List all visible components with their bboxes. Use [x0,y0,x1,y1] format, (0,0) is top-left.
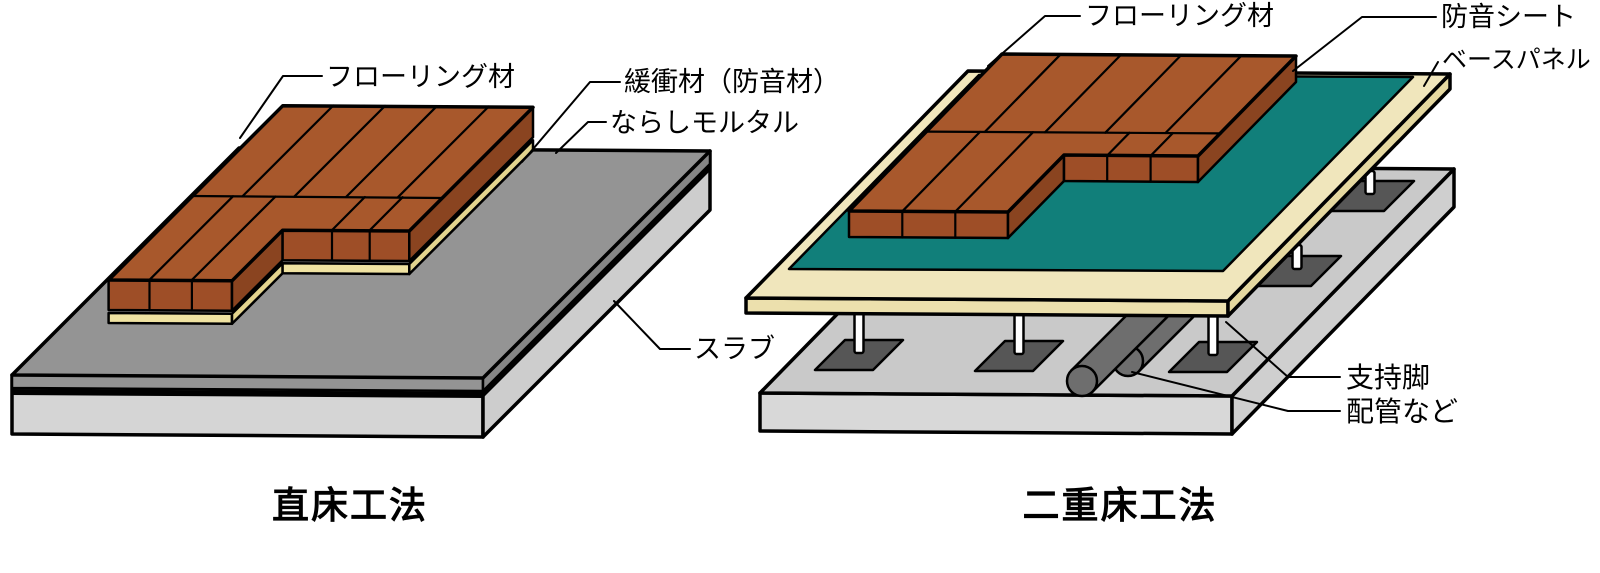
support-post [1207,312,1219,357]
support-posts [853,169,1376,357]
right-caption: 二重床工法 [1023,484,1218,527]
left-flooring-label: フローリング材 [326,62,515,93]
support-pad [1167,340,1259,374]
right-plank-front-right-face [1062,153,1200,184]
piping-label: 配管など [1346,395,1458,428]
right-slab-front-face [758,391,1234,436]
left-slab-pointer [613,300,691,350]
support-pad [973,339,1065,373]
support-pads [813,179,1416,374]
support-pad [813,338,905,372]
left-layer-divider-front [12,389,483,398]
left-slab-label: スラブ [694,334,775,365]
base-panel-pointer [1423,61,1439,87]
support-leg-label: 支持脚 [1346,361,1430,394]
left-flooring-top-face [106,103,535,283]
left-flooring-pointer [239,75,323,139]
right-plank-front-left-face [847,209,1010,240]
left-plank-front-right-face [281,228,411,263]
left-mortar-pointer [555,121,607,154]
pipe-front-end [1065,364,1099,398]
left-caption: 直床工法 [272,484,428,527]
left-mortar-label: ならしモルタル [610,108,799,139]
left-plank-joints [148,104,490,312]
left-cushion-front-right [281,261,411,276]
left-layer-divider-right [483,165,710,398]
base-panel-label: ベースパネル [1442,45,1591,74]
support-post [853,310,865,355]
right-diagram: フローリング材 防音シート ベースパネル 支持脚 配管など 二重床工法 [744,1,1591,527]
right-flooring-label: フローリング材 [1085,1,1274,32]
piping-pointer [1131,371,1341,412]
left-cushion-pointer [521,81,621,163]
left-plank-front-left-face [107,278,234,313]
sound-sheet-label: 防音シート [1441,2,1576,33]
support-post [1013,310,1025,356]
left-cushion-front-left [107,311,234,326]
right-flooring-pointer [987,15,1081,67]
right-plank-joints [901,53,1243,239]
support-leg-pointer [1225,321,1341,378]
left-cushion-label: 緩衝材（防音材） [624,67,840,98]
left-diagram: フローリング材 緩衝材（防音材） ならしモルタル スラブ 直床工法 [10,62,840,527]
sound-sheet-pointer [1292,16,1437,72]
